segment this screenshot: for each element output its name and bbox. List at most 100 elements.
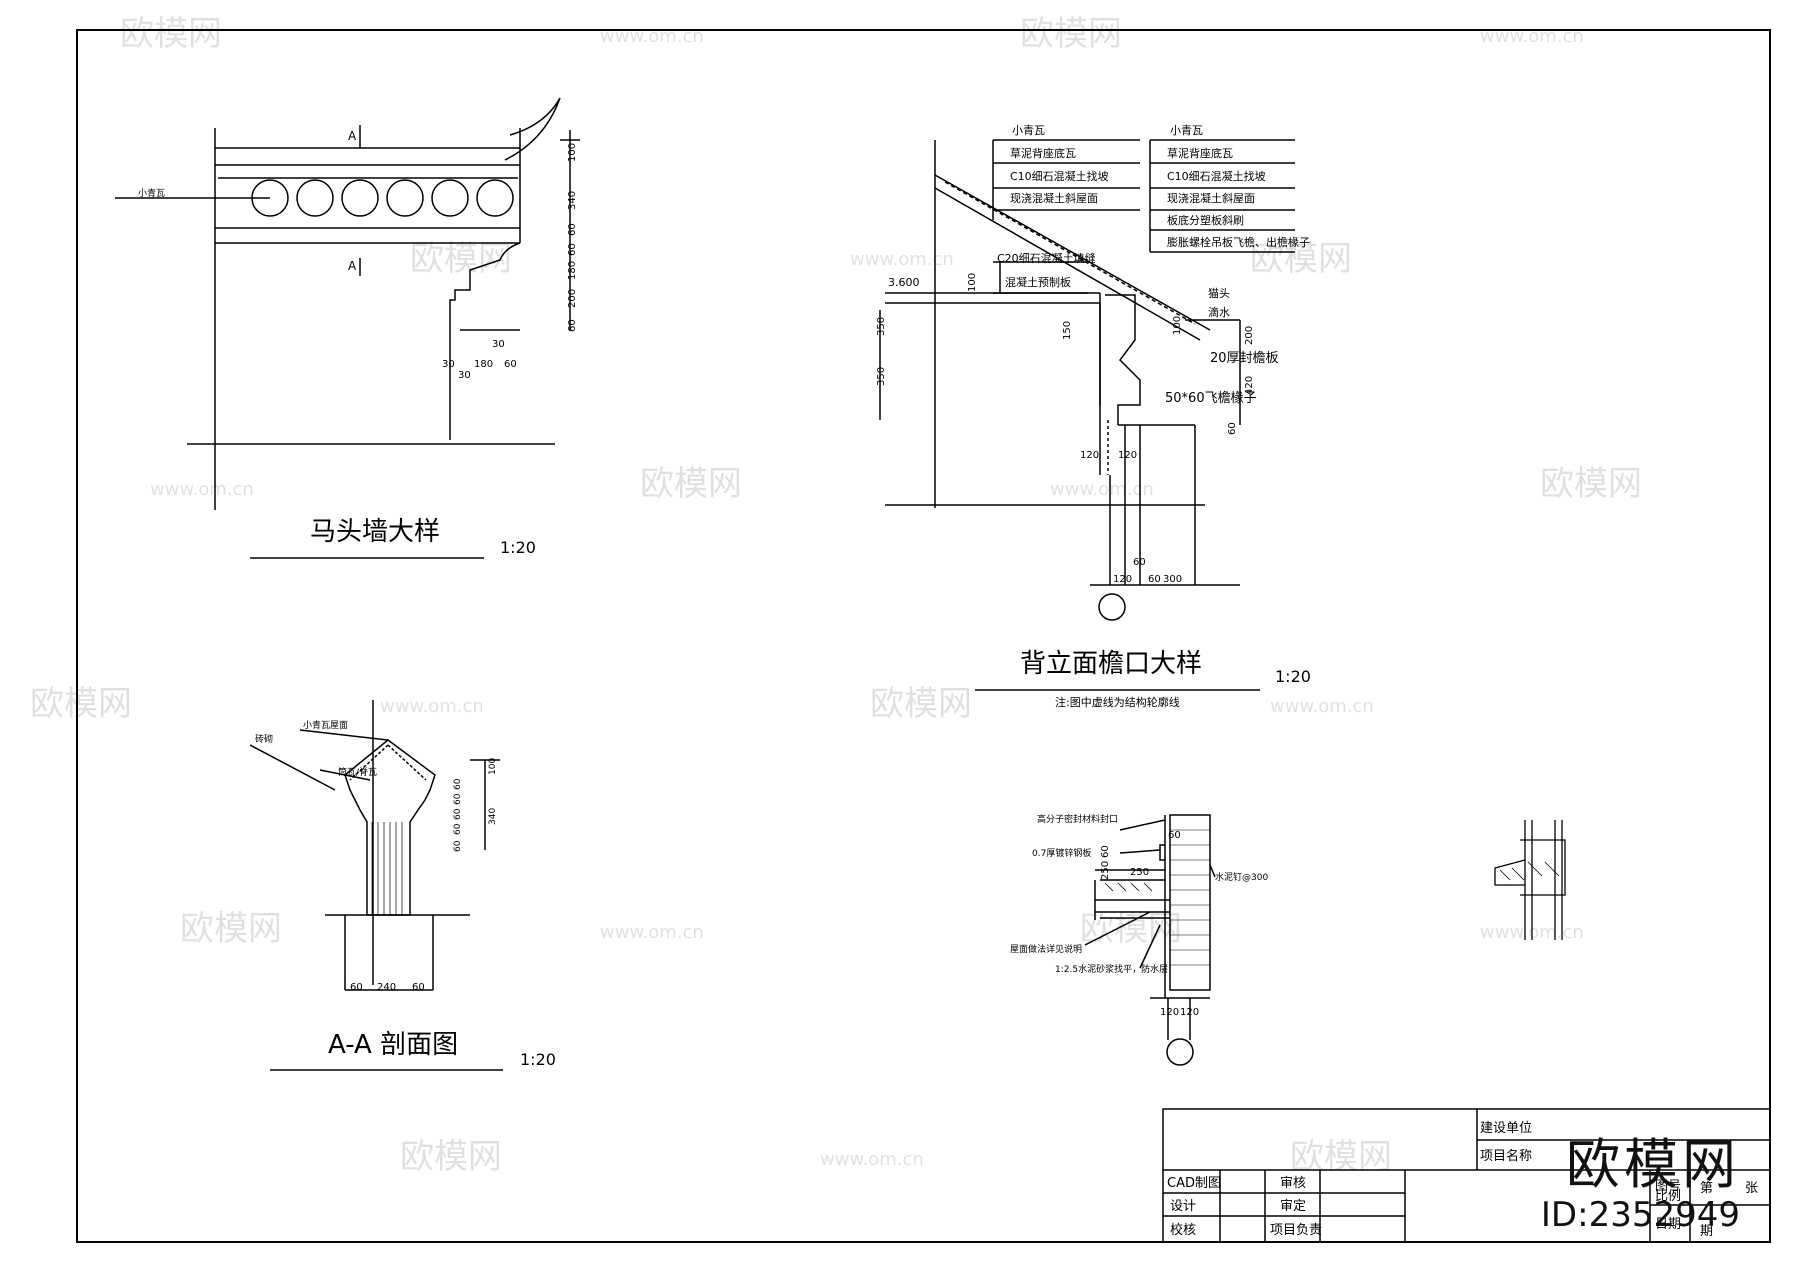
svg-text:30: 30 (492, 339, 505, 350)
svg-text:30: 30 (442, 359, 455, 370)
aa-title: A-A 剖面图 (328, 1030, 458, 1060)
svg-text:小青瓦: 小青瓦 (1012, 124, 1045, 137)
svg-text:欧模网: 欧模网 (400, 1137, 502, 1177)
svg-text:小青瓦: 小青瓦 (1170, 124, 1203, 137)
tb-right-5: 日期 (1655, 1217, 1681, 1232)
svg-text:60: 60 (567, 223, 578, 236)
hhw-dims-horizontal: 30 30 180 60 30 (442, 339, 517, 381)
svg-text:欧模网: 欧模网 (640, 464, 742, 504)
section-aa (249, 700, 503, 1071)
svg-text:60: 60 (350, 982, 363, 993)
svg-text:60: 60 (453, 823, 463, 835)
svg-text:100: 100 (567, 143, 578, 162)
parapet-labels: 高分子密封材料封口 0.7厚镀锌钢板 水泥钉@300 屋面做法详见说明 1:2.… (1010, 813, 1268, 975)
eave-dims-bottom: 120 120 60 120 60 300 (1080, 450, 1182, 585)
tb-client-label: 建设单位 (1480, 1121, 1532, 1136)
tb-project-label: 项目名称 (1480, 1148, 1532, 1164)
svg-text:www.om.cn: www.om.cn (600, 26, 704, 47)
svg-text:60: 60 (453, 778, 463, 790)
svg-text:350: 350 (876, 367, 887, 386)
svg-text:100: 100 (488, 758, 498, 775)
hhw-dims-vertical: 100 340 60 60 180 200 60 (567, 143, 578, 332)
svg-text:欧模网: 欧模网 (1540, 464, 1642, 504)
tb-row1-a: CAD制图 (1167, 1176, 1221, 1191)
svg-text:www.om.cn: www.om.cn (1050, 479, 1154, 500)
svg-text:60: 60 (567, 319, 578, 332)
svg-text:欧模网: 欧模网 (1080, 909, 1182, 949)
svg-text:60: 60 (1100, 845, 1111, 858)
svg-text:420: 420 (1244, 376, 1255, 395)
svg-text:60: 60 (1227, 422, 1238, 435)
svg-text:100: 100 (967, 273, 978, 292)
svg-text:150: 150 (1062, 321, 1073, 340)
aa-label-2: 砖砌 (255, 733, 273, 745)
hhw-title: 马头墙大样 (310, 517, 440, 547)
eave-dims-misc: 100 150 100 (967, 273, 1183, 340)
svg-text:现浇混凝土斜屋面: 现浇混凝土斜屋面 (1010, 191, 1098, 205)
tb-row1-b: 审核 (1280, 1176, 1306, 1191)
eave-member-label-1: 20厚封檐板 (1210, 351, 1279, 366)
svg-text:180: 180 (567, 261, 578, 280)
sheet-border (76, 29, 1771, 1243)
svg-text:240: 240 (377, 982, 396, 993)
svg-text:120: 120 (1080, 450, 1099, 461)
tb-row2-b: 审定 (1280, 1199, 1306, 1214)
svg-text:60: 60 (567, 243, 578, 256)
eave-title: 背立面檐口大样 (1020, 649, 1202, 679)
svg-text:屋面做法详见说明: 屋面做法详见说明 (1010, 943, 1082, 955)
tb-right-6: 期 (1700, 1224, 1713, 1239)
svg-text:欧模网: 欧模网 (870, 684, 972, 724)
eave-scale: 1:20 (1275, 667, 1311, 686)
svg-text:www.om.cn: www.om.cn (1270, 696, 1374, 717)
eave-detail (879, 139, 1295, 691)
watermark-brand: 欧模网 (1566, 1133, 1740, 1196)
svg-text:欧模网: 欧模网 (410, 239, 512, 279)
aa-label-1: 小青瓦屋面 (303, 719, 348, 731)
svg-text:60: 60 (1133, 557, 1146, 568)
tb-row3-a: 校核 (1170, 1222, 1196, 1238)
tb-right-4: 张 (1745, 1181, 1758, 1196)
eave-dims-right: 200 420 60 (1227, 326, 1255, 435)
svg-text:混凝土预制板: 混凝土预制板 (1005, 275, 1071, 289)
eave-beam-layers: C20细石混凝土填缝 混凝土预制板 (997, 251, 1096, 289)
svg-text:200: 200 (567, 289, 578, 308)
svg-text:120: 120 (1160, 1007, 1179, 1018)
horse-head-wall-detail (115, 97, 580, 559)
eave-note: 注:图中虚线为结构轮廓线 (1055, 695, 1180, 709)
svg-text:1:2.5水泥砂浆找平，防水层: 1:2.5水泥砂浆找平，防水层 (1055, 963, 1168, 975)
watermark-pattern: 欧模网 欧模网 www.om.cn www.om.cn 欧模网 欧模网 www.… (30, 14, 1642, 1177)
hhw-section-mark-top: A (348, 129, 357, 143)
svg-text:欧模网: 欧模网 (1250, 239, 1352, 279)
svg-text:www.om.cn: www.om.cn (1480, 26, 1584, 47)
svg-text:www.om.cn: www.om.cn (600, 922, 704, 943)
title-block (1162, 1108, 1771, 1243)
svg-text:欧模网: 欧模网 (1020, 14, 1122, 54)
svg-text:欧模网: 欧模网 (30, 684, 132, 724)
svg-text:120: 120 (1118, 450, 1137, 461)
svg-text:60: 60 (412, 982, 425, 993)
eave-layers-left: 小青瓦 草泥背座底瓦 C10细石混凝土找坡 现浇混凝土斜屋面 (1010, 124, 1109, 205)
watermark-badge: 欧模网 ID:2352949 (1541, 1133, 1740, 1233)
svg-text:C10细石混凝土找坡: C10细石混凝土找坡 (1010, 169, 1109, 183)
eave-side-label-2: 滴水 (1208, 305, 1230, 319)
svg-text:60: 60 (504, 359, 517, 370)
svg-text:www.om.cn: www.om.cn (1480, 922, 1584, 943)
svg-text:www.om.cn: www.om.cn (380, 696, 484, 717)
svg-text:高分子密封材料封口: 高分子密封材料封口 (1037, 813, 1118, 825)
svg-text:250: 250 (1100, 861, 1111, 880)
svg-text:欧模网: 欧模网 (180, 909, 282, 949)
svg-text:欧模网: 欧模网 (1290, 1137, 1392, 1177)
eave-layers-right: 小青瓦 草泥背座底瓦 C10细石混凝土找坡 现浇混凝土斜屋面 板底分塑板斜刷 膨… (1167, 124, 1310, 249)
eave-elevation: 3.600 (888, 276, 920, 289)
svg-text:60: 60 (453, 808, 463, 820)
svg-text:60: 60 (453, 840, 463, 852)
tb-right-1: 图号 (1655, 1179, 1681, 1194)
svg-text:www.om.cn: www.om.cn (150, 479, 254, 500)
hhw-section-mark-bottom: A (348, 259, 357, 273)
svg-text:350: 350 (876, 317, 887, 336)
hhw-scale: 1:20 (500, 538, 536, 557)
svg-text:膨胀螺栓吊板飞檐、出檐椽子: 膨胀螺栓吊板飞檐、出檐椽子 (1167, 235, 1310, 249)
svg-text:30: 30 (458, 370, 471, 381)
aa-scale: 1:20 (520, 1050, 556, 1069)
tb-right-3: 第 (1700, 1181, 1713, 1196)
